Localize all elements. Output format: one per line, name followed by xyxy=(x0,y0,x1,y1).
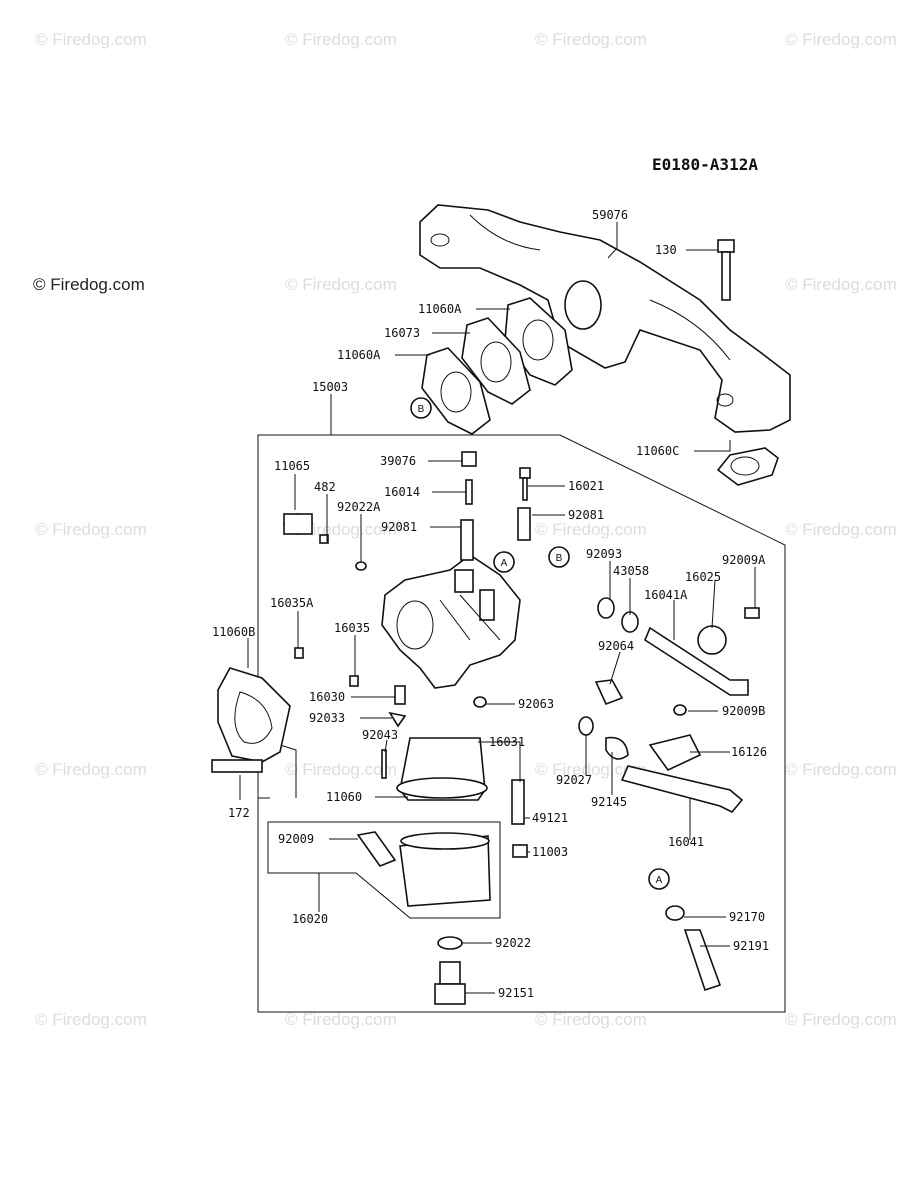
label-43058: 43058 xyxy=(613,564,649,578)
part-labels: 59076 130 11060A 16073 11060A 15003 1106… xyxy=(212,208,769,1000)
label-11060C: 11060C xyxy=(636,444,679,458)
ref-a-label: A xyxy=(501,558,508,569)
watermark-grid: © Firedog.com © Firedog.com © Firedog.co… xyxy=(35,30,897,1029)
watermark: © Firedog.com xyxy=(285,30,397,49)
ref-b-circle-manifold xyxy=(410,397,432,419)
watermark: © Firedog.com xyxy=(785,520,897,539)
watermark-main: © Firedog.com xyxy=(33,275,145,294)
label-16030: 16030 xyxy=(309,690,345,704)
label-11060A: 11060A xyxy=(418,302,462,316)
label-92145: 92145 xyxy=(591,795,627,809)
label-130: 130 xyxy=(655,243,677,257)
watermark: © Firedog.com xyxy=(785,760,897,779)
watermark: © Firedog.com xyxy=(535,760,647,779)
watermark: © Firedog.com xyxy=(35,760,147,779)
label-92043: 92043 xyxy=(362,728,398,742)
watermark: © Firedog.com xyxy=(285,275,397,294)
label-92081: 92081 xyxy=(568,508,604,522)
small-parts xyxy=(211,451,760,1005)
intake-manifold xyxy=(419,204,791,433)
watermark: © Firedog.com xyxy=(535,520,647,539)
label-172: 172 xyxy=(228,806,250,820)
label-11065: 11065 xyxy=(274,459,310,473)
label-92170: 92170 xyxy=(729,910,765,924)
reference-markers: B A B A xyxy=(410,397,670,890)
watermark: © Firedog.com xyxy=(785,275,897,294)
label-16035A: 16035A xyxy=(270,596,314,610)
label-59076: 59076 xyxy=(592,208,628,222)
label-92033: 92033 xyxy=(309,711,345,725)
ref-b-circle-body xyxy=(548,546,570,568)
label-16025: 16025 xyxy=(685,570,721,584)
label-92009A: 92009A xyxy=(722,553,766,567)
watermark: © Firedog.com xyxy=(535,30,647,49)
label-92093: 92093 xyxy=(586,547,622,561)
watermark: © Firedog.com xyxy=(785,1010,897,1029)
label-92022: 92022 xyxy=(495,936,531,950)
leader-lines xyxy=(239,222,756,994)
watermark: © Firedog.com xyxy=(285,760,397,779)
watermark: © Firedog.com xyxy=(785,30,897,49)
label-92151: 92151 xyxy=(498,986,534,1000)
diagram-code: E0180-A312A xyxy=(652,155,758,174)
label-16073: 16073 xyxy=(384,326,420,340)
label-92009: 92009 xyxy=(278,832,314,846)
ref-b-label: B xyxy=(556,553,563,564)
label-16041A: 16041A xyxy=(644,588,688,602)
label-16041: 16041 xyxy=(668,835,704,849)
label-92064: 92064 xyxy=(598,639,634,653)
label-15003: 15003 xyxy=(312,380,348,394)
watermark: © Firedog.com xyxy=(35,520,147,539)
label-92081: 92081 xyxy=(381,520,417,534)
label-16014: 16014 xyxy=(384,485,420,499)
label-92009B: 92009B xyxy=(722,704,765,718)
carburetor-body xyxy=(381,554,521,689)
label-92027: 92027 xyxy=(556,773,592,787)
label-92022A: 92022A xyxy=(337,500,381,514)
label-92191: 92191 xyxy=(733,939,769,953)
manifold-gaskets xyxy=(421,297,573,435)
ref-b-label: B xyxy=(418,404,425,415)
label-16021: 16021 xyxy=(568,479,604,493)
label-16020: 16020 xyxy=(292,912,328,926)
watermark: © Firedog.com xyxy=(35,30,147,49)
watermark: © Firedog.com xyxy=(535,1010,647,1029)
ref-a-label: A xyxy=(656,875,663,886)
watermark: © Firedog.com xyxy=(35,1010,147,1029)
label-11060A: 11060A xyxy=(337,348,381,362)
ref-a-circle-lower xyxy=(648,868,670,890)
bolt-130 xyxy=(717,239,735,301)
ref-a-circle-body xyxy=(493,551,515,573)
label-11003: 11003 xyxy=(532,845,568,859)
label-92063: 92063 xyxy=(518,697,554,711)
label-16126: 16126 xyxy=(731,745,767,759)
label-11060B: 11060B xyxy=(212,625,255,639)
label-16031: 16031 xyxy=(489,735,525,749)
label-11060: 11060 xyxy=(326,790,362,804)
label-39076: 39076 xyxy=(380,454,416,468)
gasket-11060c xyxy=(716,447,779,486)
label-16035: 16035 xyxy=(334,621,370,635)
watermark: © Firedog.com xyxy=(285,520,397,539)
watermark: © Firedog.com xyxy=(285,1010,397,1029)
label-482: 482 xyxy=(314,480,336,494)
label-49121: 49121 xyxy=(532,811,568,825)
